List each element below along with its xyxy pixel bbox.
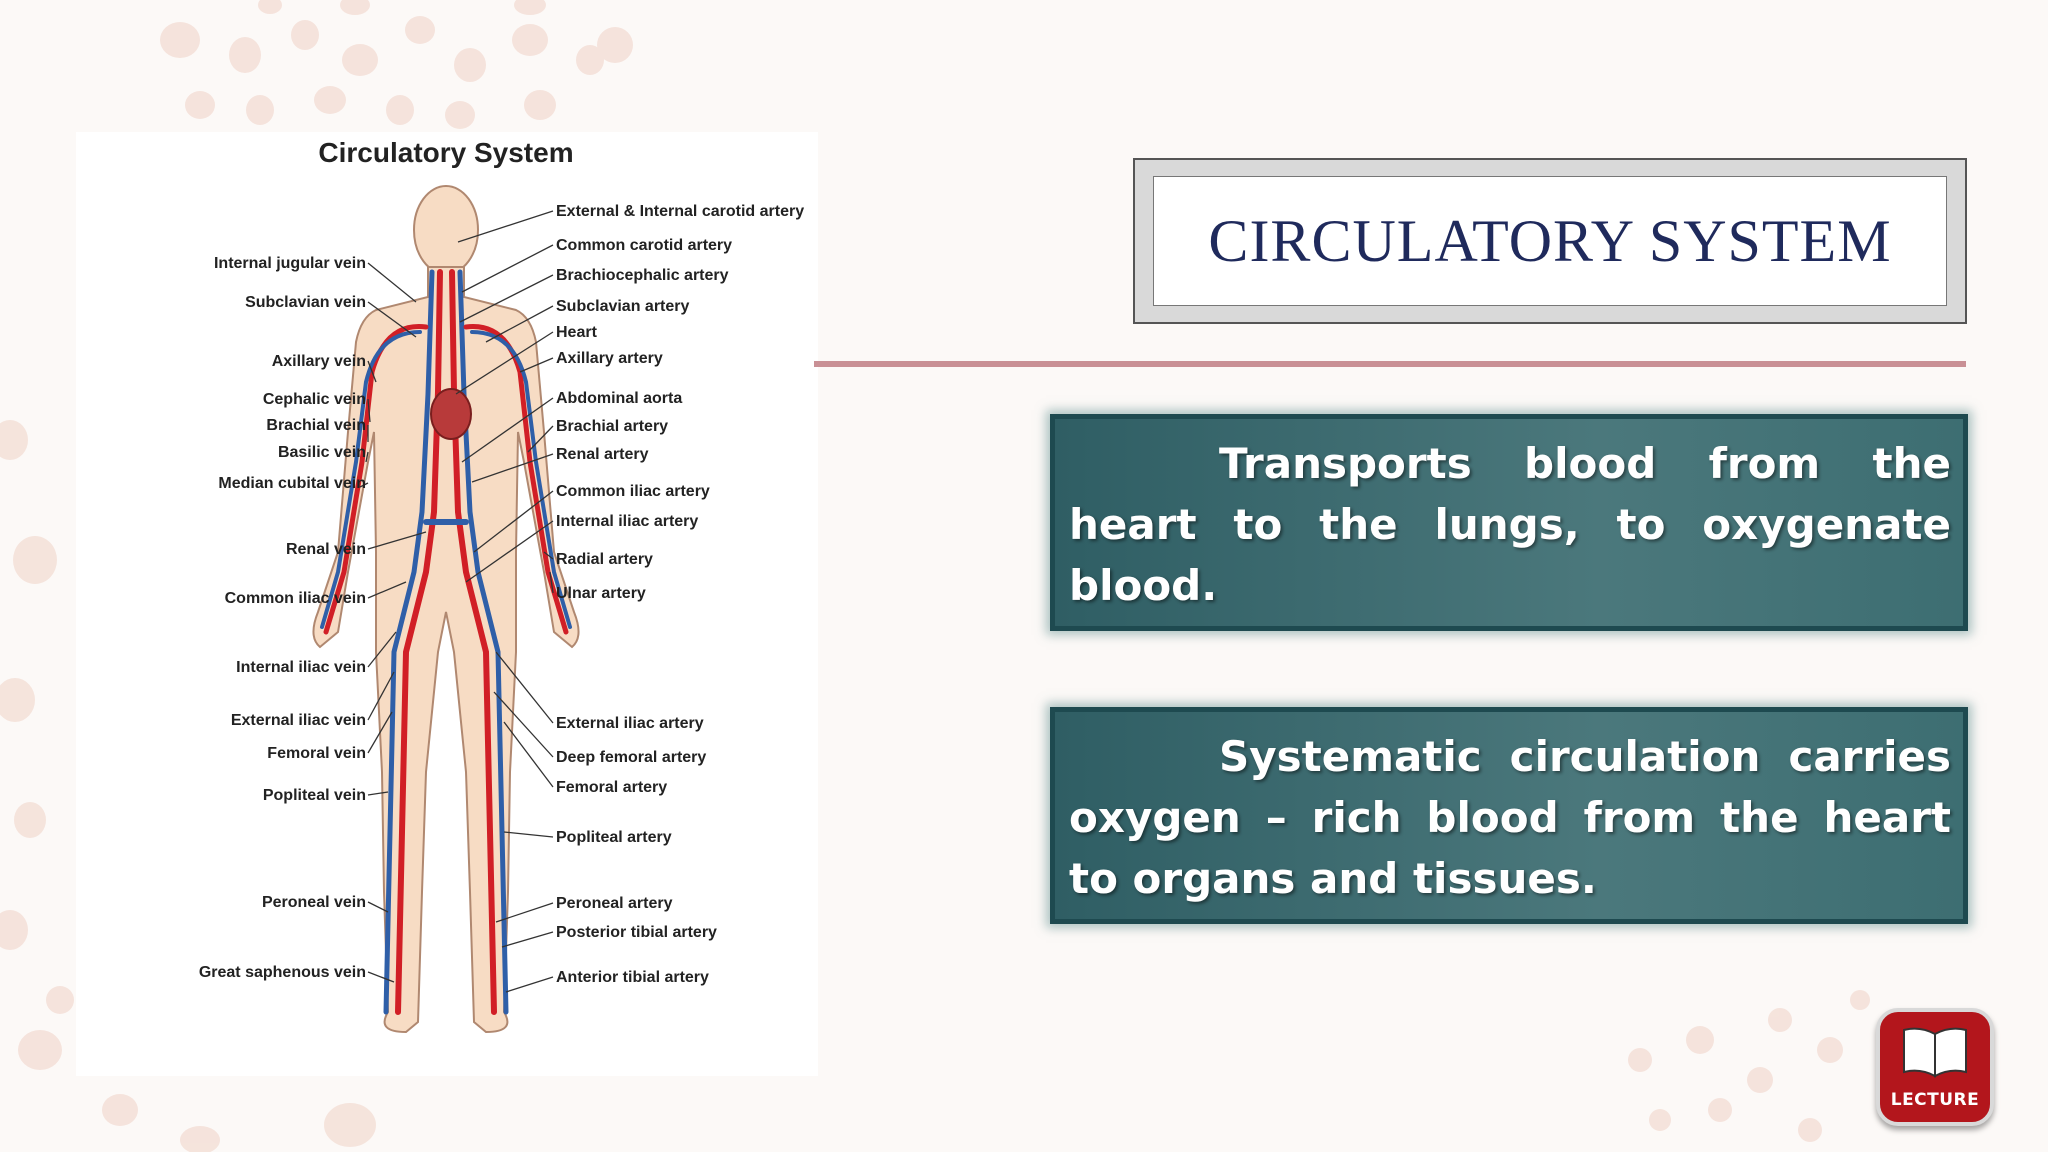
artery-label: Femoral artery — [556, 779, 667, 796]
leader-line — [367, 671, 395, 721]
vein-label: Internal iliac vein — [236, 659, 366, 676]
info-text-systemic: Systematic circulation carries oxygen – … — [1069, 732, 1951, 903]
leader-line — [457, 210, 554, 243]
leader-line — [501, 931, 554, 948]
vein-label: Popliteal vein — [263, 787, 366, 804]
leader-line — [459, 274, 554, 323]
vein-label: Subclavian vein — [245, 294, 366, 311]
vein-label: Great saphenous vein — [199, 964, 366, 981]
artery-label: Peroneal artery — [556, 895, 673, 912]
leader-line — [367, 301, 417, 338]
leader-line — [455, 331, 554, 395]
leader-line — [527, 425, 554, 453]
leader-line — [461, 397, 554, 463]
leader-line — [495, 651, 554, 724]
artery-label: Ulnar artery — [556, 585, 646, 602]
leader-line — [461, 244, 554, 293]
artery-label: External iliac artery — [556, 715, 704, 732]
divider-rule — [814, 361, 1966, 367]
leader-line — [549, 571, 554, 594]
artery-label: Common iliac artery — [556, 483, 710, 500]
vein-label: Brachial vein — [266, 417, 366, 434]
artery-label: Subclavian artery — [556, 298, 690, 315]
body-illustration: Circulatory System Internal jugular vein… — [199, 137, 804, 1034]
leader-line — [503, 831, 554, 838]
vein-label: Peroneal vein — [262, 894, 366, 911]
artery-label: Deep femoral artery — [556, 749, 706, 766]
vein-label: External iliac vein — [231, 712, 366, 729]
slide-title-box: CIRCULATORY SYSTEM — [1133, 158, 1967, 324]
artery-label: External & Internal carotid artery — [556, 203, 804, 220]
artery-label: Posterior tibial artery — [556, 924, 717, 941]
leader-line — [367, 531, 427, 550]
leader-line — [367, 711, 393, 754]
leader-line — [367, 262, 417, 303]
vein-label: Median cubital vein — [218, 475, 366, 492]
leader-line — [359, 482, 369, 488]
heart — [430, 388, 472, 440]
circulatory-diagram: Circulatory System Internal jugular vein… — [76, 132, 818, 1076]
leader-line — [367, 901, 389, 913]
leader-line — [473, 490, 554, 553]
leader-line — [367, 581, 407, 599]
vein-label: Axillary vein — [272, 353, 366, 370]
artery-label: Renal artery — [556, 446, 649, 463]
open-book-icon — [1903, 1027, 1967, 1078]
body-silhouette — [312, 185, 580, 1034]
leader-line — [367, 398, 371, 423]
leader-line — [367, 360, 377, 383]
artery-label: Internal iliac artery — [556, 513, 698, 530]
leader-line — [505, 976, 554, 993]
vein-label: Internal jugular vein — [214, 255, 366, 272]
artery-label: Heart — [556, 324, 598, 341]
artery-label: Brachial artery — [556, 418, 668, 435]
slide-title: CIRCULATORY SYSTEM — [1208, 207, 1892, 274]
info-text-pulmonary: Transports blood from the heart to the l… — [1069, 439, 1951, 610]
vein-label: Common iliac vein — [225, 590, 366, 607]
artery-label: Axillary artery — [556, 350, 663, 367]
slide-title-inner: CIRCULATORY SYSTEM — [1153, 176, 1947, 306]
leader-line — [485, 305, 554, 343]
info-box-systemic: Systematic circulation carries oxygen – … — [1050, 707, 1968, 924]
leader-lines — [359, 210, 554, 993]
info-box-pulmonary: Transports blood from the heart to the l… — [1050, 414, 1968, 631]
artery-label: Brachiocephalic artery — [556, 267, 729, 284]
leader-line — [367, 791, 389, 796]
lecture-label: LECTURE — [1890, 1090, 1980, 1110]
lecture-badge[interactable]: LECTURE — [1876, 1008, 1994, 1126]
right-label-group: External & Internal carotid arteryCommon… — [556, 203, 804, 986]
vein-label: Cephalic vein — [263, 391, 366, 408]
artery-label: Common carotid artery — [556, 237, 732, 254]
leader-line — [471, 453, 554, 483]
leader-line — [495, 902, 554, 923]
leader-line — [367, 971, 395, 983]
vein-label: Renal vein — [286, 541, 366, 558]
leader-line — [493, 691, 554, 758]
leader-line — [365, 451, 369, 463]
artery-label: Anterior tibial artery — [556, 969, 709, 986]
leader-line — [465, 520, 554, 583]
leader-line — [367, 631, 397, 668]
leader-line — [519, 357, 554, 373]
vein-label: Basilic vein — [278, 444, 366, 461]
diagram-title: Circulatory System — [318, 137, 573, 168]
leader-line — [543, 551, 554, 560]
artery-label: Radial artery — [556, 551, 653, 568]
vein-label: Femoral vein — [267, 745, 366, 762]
leader-line — [503, 721, 554, 788]
artery-label: Abdominal aorta — [556, 390, 682, 407]
artery-label: Popliteal artery — [556, 829, 672, 846]
